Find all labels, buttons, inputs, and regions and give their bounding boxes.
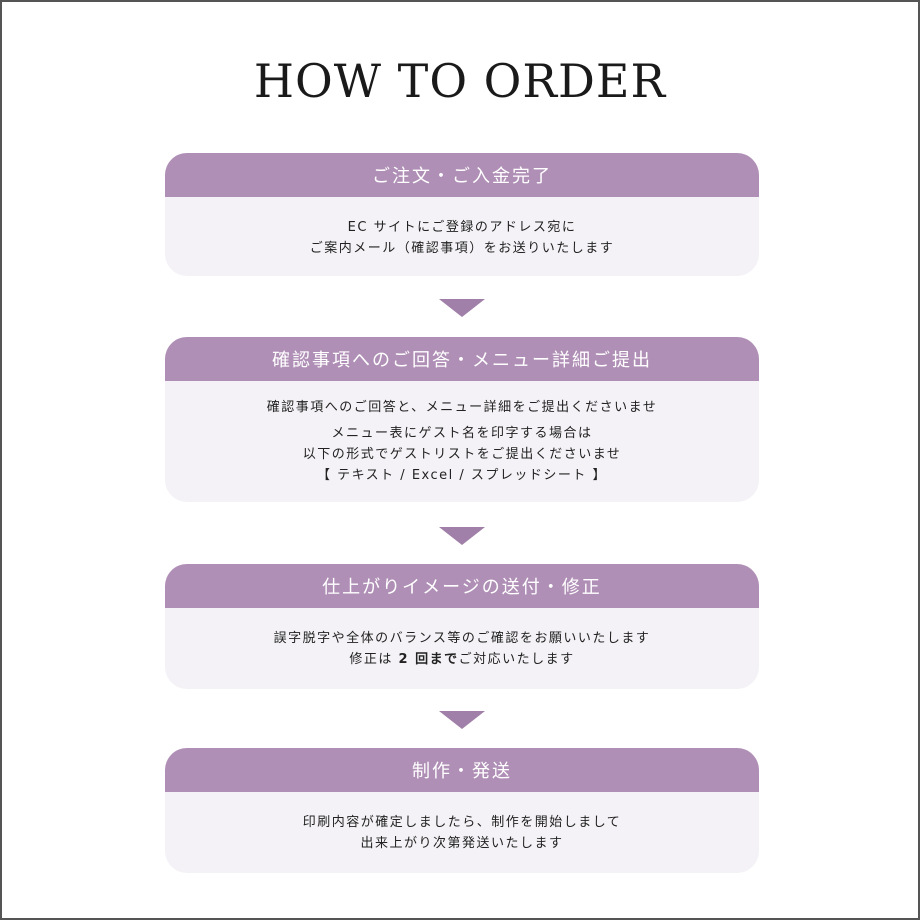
revision-limit: 2 回まで bbox=[398, 651, 459, 667]
step-confirmation-menu: 確認事項へのご回答・メニュー詳細ご提出 確認事項へのご回答と、メニュー詳細をご提… bbox=[165, 337, 759, 502]
step-proof-revision: 仕上がりイメージの送付・修正 誤字脱字や全体のバランス等のご確認をお願いいたしま… bbox=[165, 564, 759, 689]
revision-text-after: ご対応いたします bbox=[458, 651, 575, 667]
down-arrow-icon bbox=[439, 711, 485, 729]
step-text-line: 誤字脱字や全体のバランス等のご確認をお願いいたします bbox=[273, 630, 651, 646]
step-description: 誤字脱字や全体のバランス等のご確認をお願いいたします 修正は 2 回までご対応い… bbox=[165, 608, 759, 689]
down-arrow-icon bbox=[439, 527, 485, 545]
step-production-shipping: 制作・発送 印刷内容が確定しましたら、制作を開始しまして 出来上がり次第発送いた… bbox=[165, 748, 759, 873]
step-text-line: 【 テキスト / Excel / スプレッドシート 】 bbox=[316, 468, 608, 483]
down-arrow-icon bbox=[439, 299, 485, 317]
revision-text-before: 修正は bbox=[349, 651, 399, 667]
step-heading: 仕上がりイメージの送付・修正 bbox=[165, 564, 759, 608]
step-text-line: ご案内メール（確認事項）をお送りいたします bbox=[309, 240, 615, 256]
step-text-line: メニュー表にゲスト名を印字する場合は bbox=[331, 426, 593, 441]
step-heading: ご注文・ご入金完了 bbox=[165, 153, 759, 197]
step-text-line: 確認事項へのご回答と、メニュー詳細をご提出くださいませ bbox=[266, 400, 658, 415]
step-description: 印刷内容が確定しましたら、制作を開始しまして 出来上がり次第発送いたします bbox=[165, 792, 759, 873]
step-heading: 制作・発送 bbox=[165, 748, 759, 792]
step-text-line: 印刷内容が確定しましたら、制作を開始しまして bbox=[302, 814, 622, 830]
step-description: EC サイトにご登録のアドレス宛に ご案内メール（確認事項）をお送りいたします bbox=[165, 197, 759, 276]
step-text-line-revisions: 修正は 2 回までご対応いたします bbox=[349, 649, 574, 670]
step-heading: 確認事項へのご回答・メニュー詳細ご提出 bbox=[165, 337, 759, 381]
step-text-line: EC サイトにご登録のアドレス宛に bbox=[347, 219, 577, 235]
page-title: HOW TO ORDER bbox=[253, 54, 667, 108]
step-text-line: 出来上がり次第発送いたします bbox=[360, 835, 564, 851]
step-order-payment: ご注文・ご入金完了 EC サイトにご登録のアドレス宛に ご案内メール（確認事項）… bbox=[165, 153, 759, 276]
step-text-line: 以下の形式でゲストリストをご提出くださいませ bbox=[302, 447, 622, 462]
step-description: 確認事項へのご回答と、メニュー詳細をご提出くださいませ メニュー表にゲスト名を印… bbox=[165, 381, 759, 502]
